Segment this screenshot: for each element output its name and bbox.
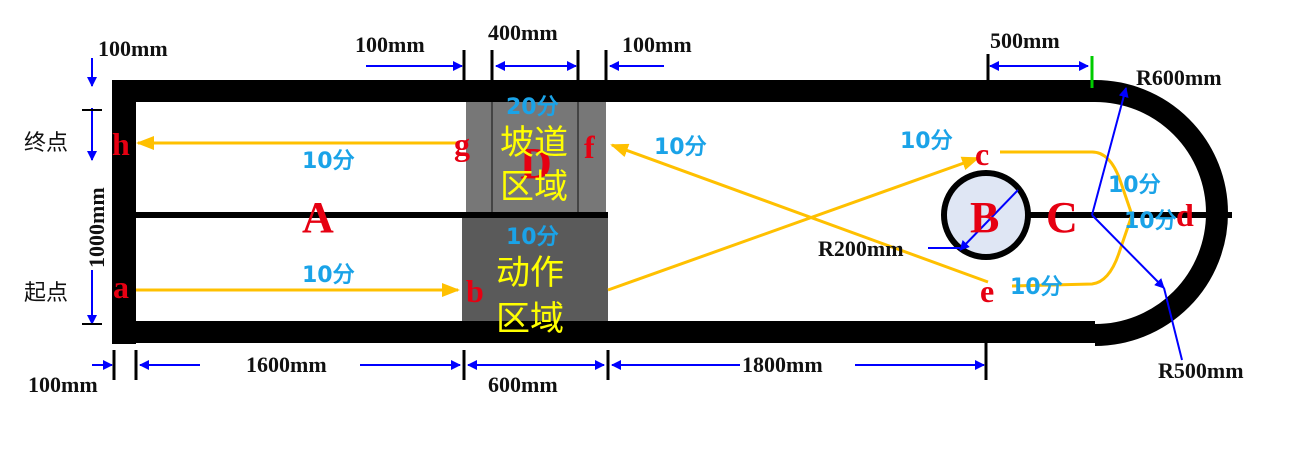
score-turn-upper: 10分: [1108, 173, 1161, 198]
point-a: a: [113, 269, 129, 305]
dimension-lines: [87, 58, 1183, 370]
ramp-area-label-2: 区域: [500, 167, 568, 207]
zone-b: B: [970, 193, 999, 242]
zone-a: A: [302, 193, 334, 242]
score-f-e: 10分: [654, 135, 707, 160]
zone-d: D: [520, 139, 552, 188]
point-b: b: [466, 273, 484, 309]
score-ramp: 20分: [506, 95, 559, 120]
dim-bottom-left-100: 100mm: [28, 372, 98, 397]
extension-lines: [82, 50, 990, 380]
point-g: g: [454, 126, 470, 162]
point-c: c: [975, 136, 989, 172]
dim-bottom-600: 600mm: [488, 372, 558, 397]
point-f: f: [584, 129, 595, 165]
ramp-zone: [466, 91, 606, 213]
action-area-label-2: 区域: [496, 299, 564, 339]
end-label: 终点: [24, 131, 68, 156]
point-h: h: [112, 126, 130, 162]
score-turn-lower: 10分: [1124, 209, 1177, 234]
dim-top-500: 500mm: [990, 28, 1060, 53]
point-d: d: [1176, 197, 1194, 233]
dim-height-1000: 1000mm: [84, 187, 109, 268]
dim-top-400: 400mm: [488, 20, 558, 45]
route-paths: [136, 136, 1134, 297]
dim-bottom-1800: 1800mm: [742, 352, 823, 377]
dim-top-left-100: 100mm: [98, 36, 168, 61]
score-a-b: 10分: [302, 263, 355, 288]
track-outline: [112, 80, 1232, 346]
obstacle-circle: [941, 170, 1031, 260]
ramp-area-label-1: 坡道: [500, 123, 568, 163]
dim-top-mid-left-100: 100mm: [355, 32, 425, 57]
score-action: 10分: [506, 225, 559, 250]
point-e: e: [980, 273, 994, 309]
start-label: 起点: [24, 281, 68, 306]
dim-r200: R200mm: [818, 236, 904, 261]
action-area-label-1: 动作: [496, 253, 564, 293]
zone-c: C: [1046, 193, 1078, 242]
score-g-h: 10分: [302, 149, 355, 174]
dim-top-mid-right-100: 100mm: [622, 32, 692, 57]
score-b-c: 10分: [900, 129, 953, 154]
dim-r600: R600mm: [1136, 65, 1222, 90]
dim-bottom-1600: 1600mm: [246, 352, 327, 377]
dim-r500: R500mm: [1158, 358, 1244, 383]
score-e-low: 10分: [1010, 275, 1063, 300]
